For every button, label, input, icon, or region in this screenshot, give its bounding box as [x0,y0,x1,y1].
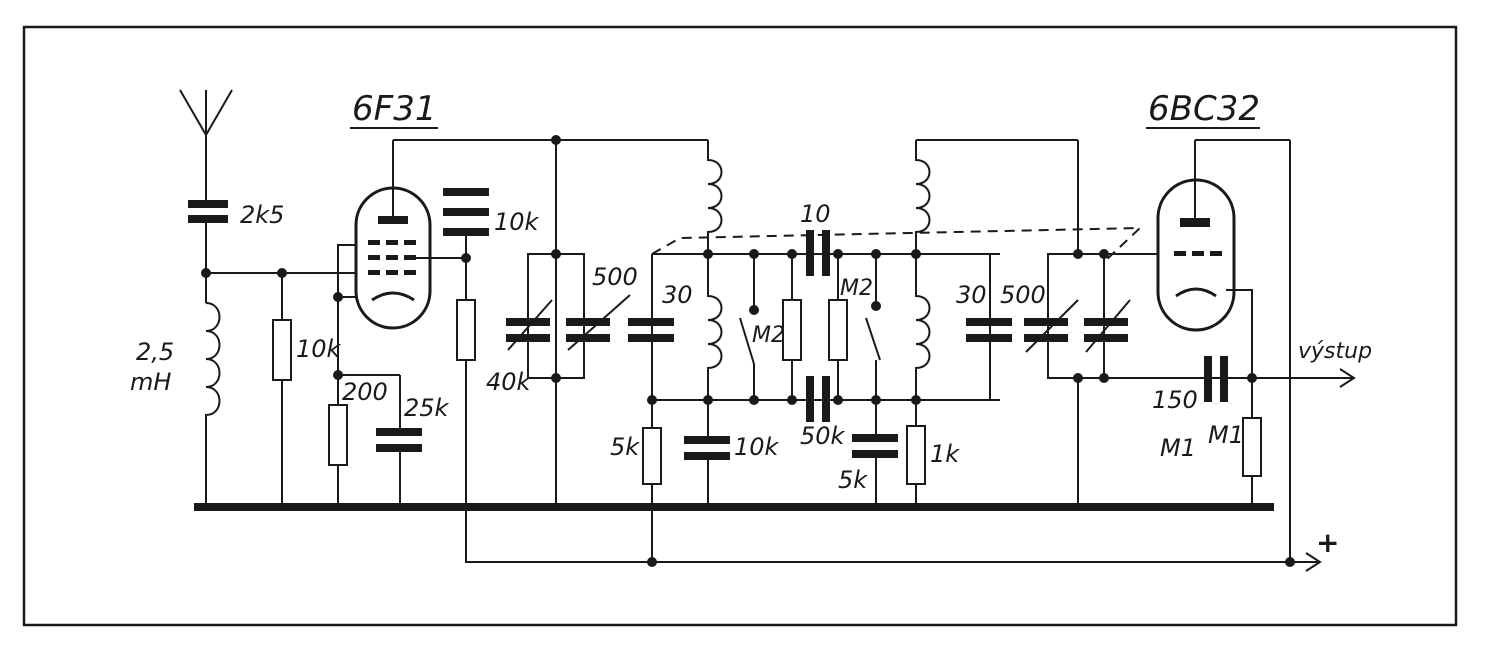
cap-screen-b [443,208,489,216]
l-antenna-unit: mH [130,368,171,396]
cap-fixed-1a [628,318,674,326]
r-grid-out [1242,417,1262,477]
cap-coupling-a [806,230,814,276]
c-output-label: 150 [1152,386,1198,414]
c-coupling-label: 10 [800,200,831,228]
tube-right-label: 6BC32 [1148,89,1260,129]
cap-bottom-2b [822,376,830,422]
cap-trim-1b [506,334,550,342]
cap-coupling-b [822,230,830,276]
output-label: výstup [1298,339,1372,364]
cap-var-1a [566,318,610,326]
c-screen-label: 10k [494,208,540,236]
r-screen [456,299,476,361]
cap-screen-c [443,228,489,236]
c-fixed-1-label: 30 [662,281,693,309]
cap-trim-2b [966,334,1012,342]
tube-right-grids [1174,251,1222,256]
cap-screen-a [443,188,489,196]
switch-1-label: M2 [752,323,785,348]
r-grid-out-1-label: M1 [1160,434,1196,462]
var-arrow-2 [1025,299,1079,353]
r-screen-label: 40k [486,368,532,396]
tube-left-label: 6F31 [352,89,436,129]
trim-arrow-1 [507,299,553,351]
coil-secondary-2 [915,254,931,400]
c-cathode-label: 25k [404,394,450,422]
cap-bottom-1a [684,436,730,444]
cap-cathode-b [376,444,422,452]
r-mid-1 [782,299,802,361]
cap-trim-1a [506,318,550,326]
c-antenna-label: 2k5 [240,201,284,229]
r-grid-out-2-label: M1 [1208,421,1244,449]
r-cathode [328,404,348,466]
r-cathode-label: 200 [342,378,388,406]
tube-left-cathode [371,291,415,302]
switch-2-blade [865,317,881,361]
cap-trim-3a [1084,318,1128,326]
cap-bottom-3a [852,434,898,442]
coil-plate-2 [915,140,931,254]
r-mid-2 [828,299,848,361]
cap-var-2b [1024,334,1068,342]
c-trim-1-label: 500 [592,263,638,291]
cap-bottom-1b [684,452,730,460]
tube-right-anode [1180,218,1210,227]
junction-dots [201,135,1295,567]
tube-right-cathode [1175,287,1217,298]
antenna-symbol [179,89,233,200]
cap-trim-2a [966,318,1012,326]
gang-link [651,226,1143,263]
cap-output-a [1204,356,1212,402]
switch-2-label: M2 [840,276,873,301]
cap-trim-3b [1084,334,1128,342]
cap-antenna-a [188,200,228,208]
switch-1-blade [739,317,755,365]
r-bottom-3-label: 1k [930,440,960,468]
cap-var-1b [566,334,610,342]
b-plus-arrow [1305,552,1322,572]
cap-antenna-b [188,215,228,223]
cap-output-b [1220,356,1228,402]
c-bottom-1-label: 10k [734,433,780,461]
l-antenna-value: 2,5 [136,338,174,366]
coil-plate-1 [707,140,723,254]
r-grid-label: 10k [296,335,342,363]
r-bottom-1 [642,427,662,485]
cap-var-2a [1024,318,1068,326]
var-arrow-1 [567,294,631,351]
c-trim-2-label: 30 [956,281,987,309]
tuning-box-2 [1047,253,1105,379]
r-bottom-3 [906,425,926,485]
cap-bottom-3b [852,450,898,458]
cap-fixed-1b [628,334,674,342]
output-arrow [1339,368,1356,388]
cap-cathode-a [376,428,422,436]
tube-left-anode [378,216,408,224]
antenna-coil [205,302,221,507]
r-bottom-1-label: 5k [610,433,640,461]
tube-left-grids [368,240,416,275]
frame [22,25,1458,627]
r-grid [272,319,292,381]
c-bottom-2-label: 50k [800,422,846,450]
r-bottom-2-label: 5k [838,466,868,494]
cap-bottom-2a [806,376,814,422]
c-fixed-2-label: 500 [1000,281,1046,309]
trim-arrow-3 [1085,299,1131,353]
plus-label: + [1316,526,1339,559]
coil-secondary-1 [707,254,723,400]
